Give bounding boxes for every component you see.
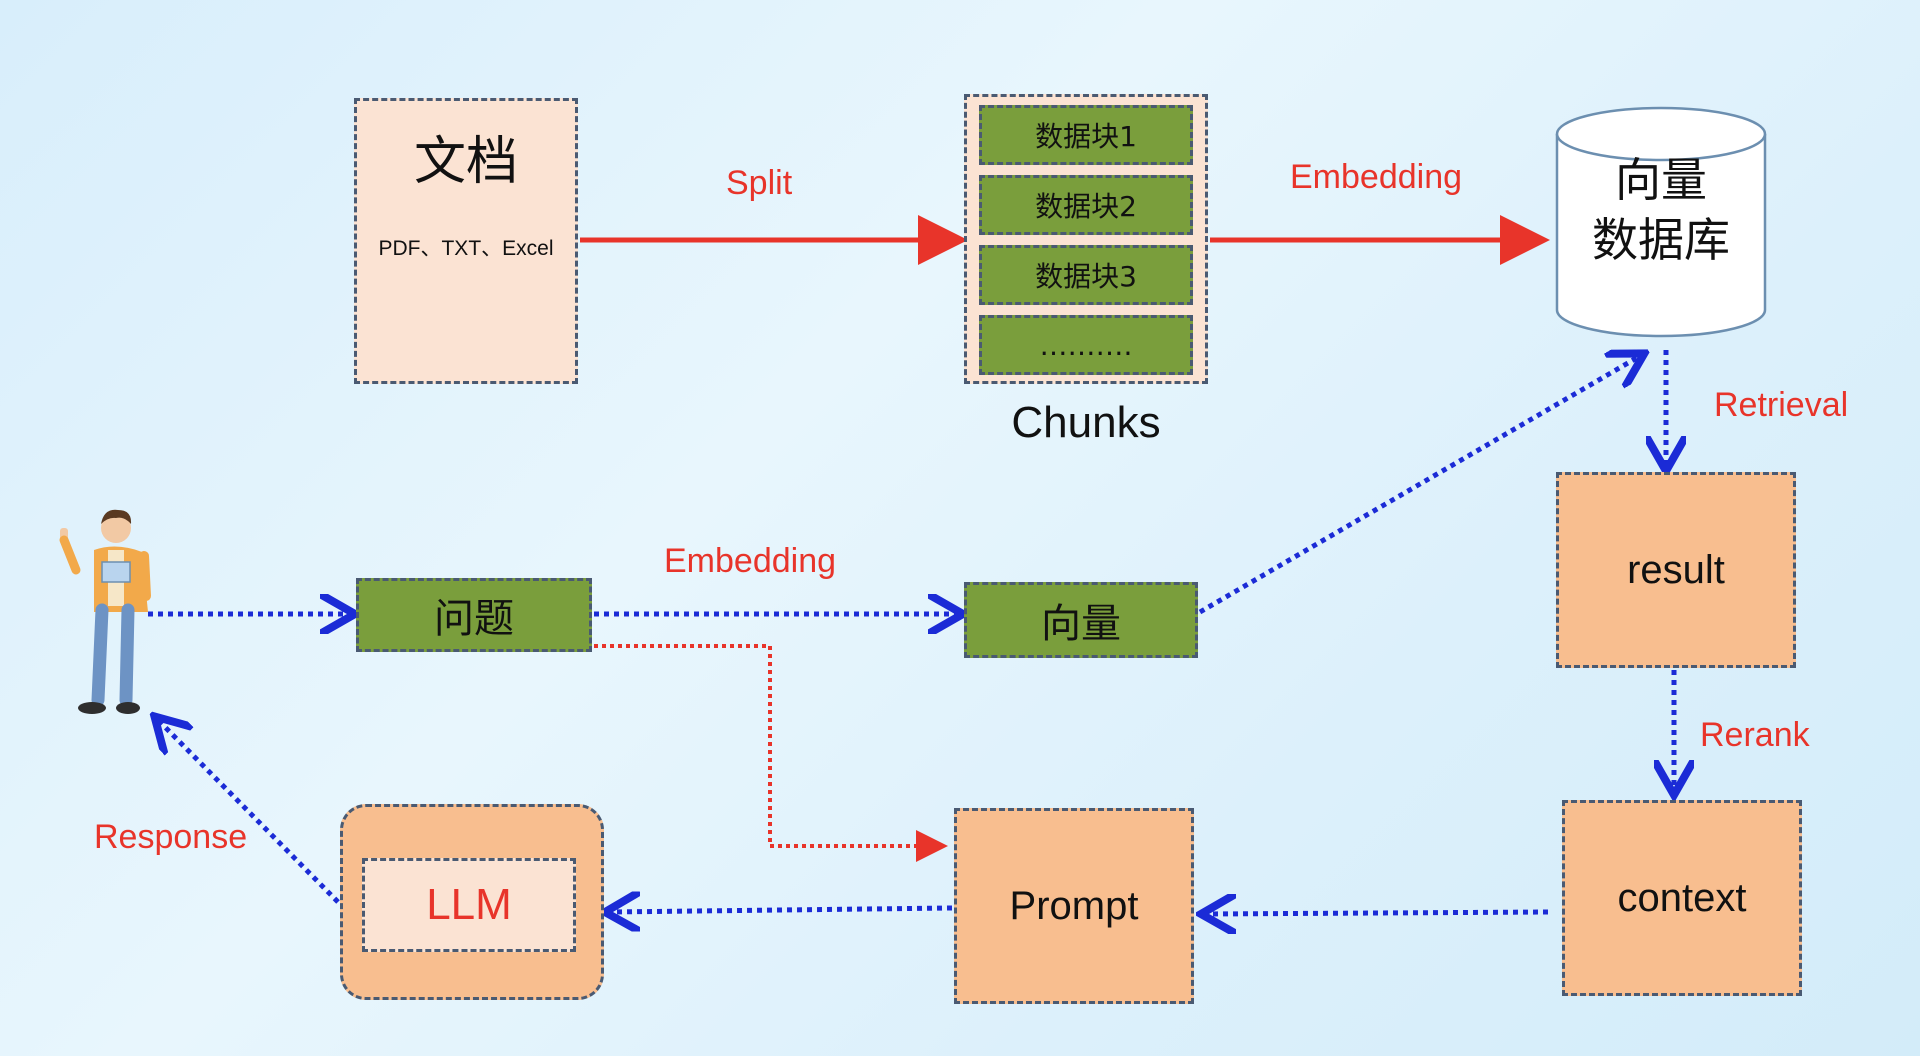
context-to-prompt-arrow [1206, 912, 1549, 914]
context-box: context [1562, 800, 1802, 996]
question-box: 问题 [356, 578, 592, 652]
split-label: Split [726, 164, 793, 202]
chunk-item: 数据块2 [979, 175, 1193, 235]
result-box: result [1556, 472, 1796, 668]
query-vector-box: 向量 [964, 582, 1198, 658]
user-figure-icon [59, 509, 151, 714]
vector-database-cylinder [1555, 106, 1767, 338]
chunk-item: ………. [979, 315, 1193, 375]
prompt-to-llm-arrow [610, 908, 953, 912]
rerank-label: Rerank [1700, 716, 1810, 754]
document-box: 文档 PDF、TXT、Excel [354, 98, 578, 384]
chunks-container: 数据块1 数据块2 数据块3 ………. [964, 94, 1208, 384]
embedding-question-label: Embedding [664, 542, 837, 580]
vector-database-label: 向量 数据库 [1554, 150, 1768, 270]
response-label: Response [94, 818, 248, 856]
document-formats: PDF、TXT、Excel [378, 237, 554, 260]
question-to-prompt-arrow [594, 644, 948, 862]
vector-database-line1: 向量 [1615, 153, 1707, 207]
embedding-docs-label: Embedding [1290, 158, 1463, 196]
retrieval-label: Retrieval [1714, 386, 1849, 424]
response-arrow [158, 720, 340, 904]
chunk-item: 数据块1 [979, 105, 1193, 165]
vector-database-line2: 数据库 [1592, 213, 1730, 267]
prompt-box: Prompt [954, 808, 1194, 1004]
vector-to-db-arrow [1198, 356, 1640, 615]
chunks-caption: Chunks [1011, 398, 1161, 447]
chunk-item: 数据块3 [979, 245, 1193, 305]
llm-box: LLM [362, 858, 576, 952]
document-title: 文档 [413, 132, 518, 192]
